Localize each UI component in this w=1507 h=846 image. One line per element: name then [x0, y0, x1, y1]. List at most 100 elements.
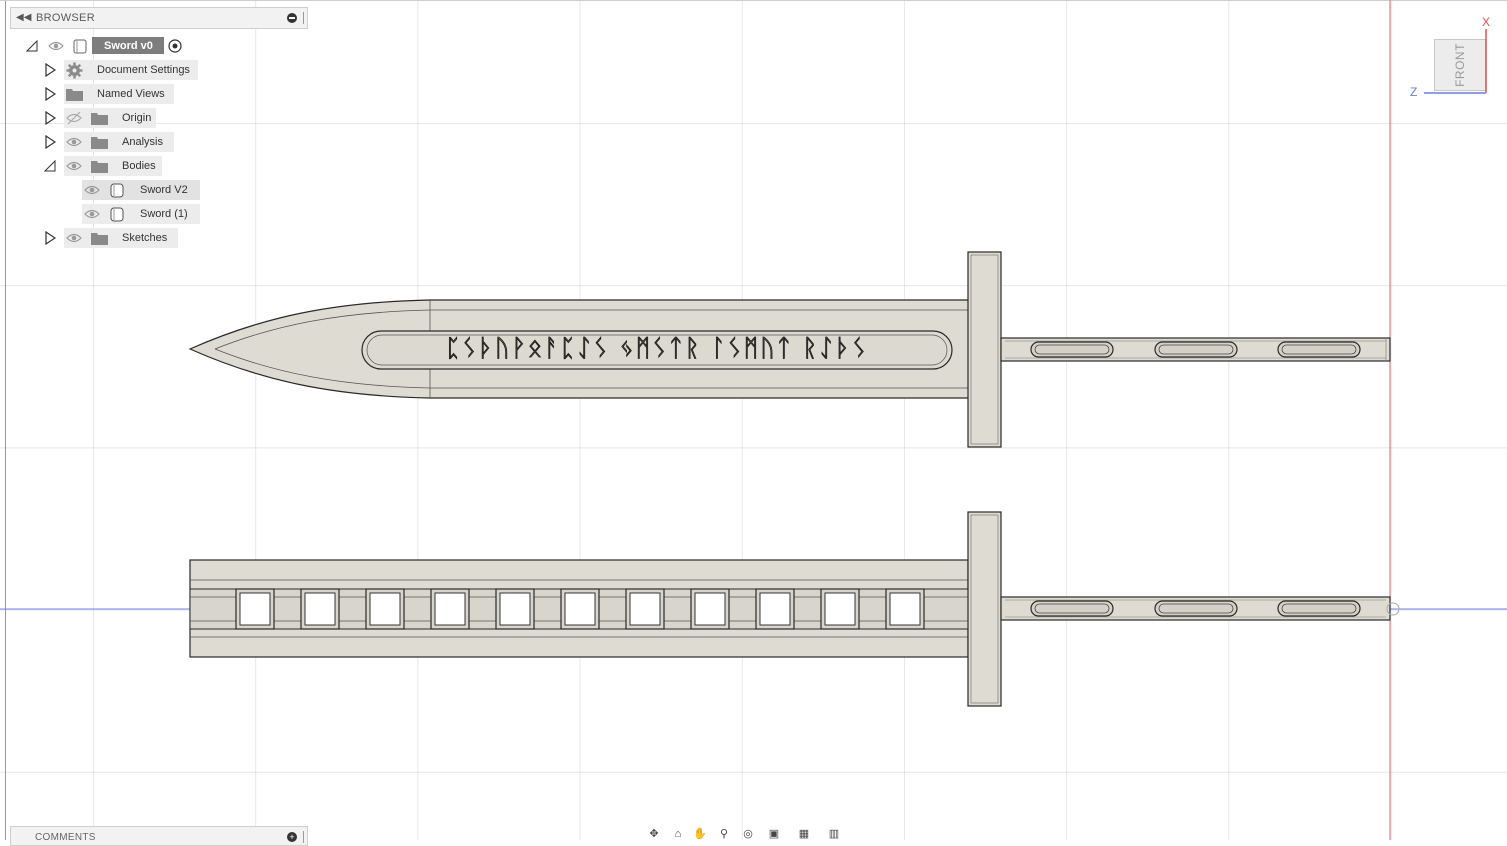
body-icon — [109, 206, 125, 222]
grip-slot — [1030, 600, 1114, 617]
blade-window-opening — [824, 592, 856, 626]
browser-item-label: Named Views — [97, 88, 165, 100]
fit-icon[interactable]: ◎ — [743, 828, 753, 840]
panel-grip[interactable] — [303, 831, 305, 843]
gear-icon — [66, 62, 83, 79]
sword-top-view[interactable]: ᛈᛊᚦᚢᚹᛟᚨᛈᛇᛊ ᛃᛗᛊᛏᚱ ᛚᛊᛗᚢᛏ ᚱᛇᚦᛊ — [188, 251, 1391, 448]
panel-grip[interactable] — [303, 12, 305, 24]
blade-windows — [235, 588, 925, 630]
minimize-icon[interactable] — [287, 13, 297, 23]
axis-z-label: Z — [1410, 85, 1418, 99]
folder-icon — [91, 111, 108, 125]
orbit-icon[interactable]: ✥ — [649, 828, 659, 840]
grip-slot-inner — [1281, 344, 1357, 355]
browser-item-sketches[interactable]: Sketches — [44, 228, 204, 248]
row-background — [64, 156, 162, 176]
add-comment-icon[interactable]: + — [287, 832, 297, 842]
viewport-border — [5, 0, 6, 840]
eye-icon[interactable] — [66, 231, 82, 245]
crossguard — [967, 511, 1002, 707]
grip-slot — [1154, 341, 1238, 358]
viewports-icon[interactable]: ▥ — [828, 828, 840, 840]
blade-window-opening — [304, 592, 336, 626]
grip-slot-inner — [1034, 603, 1110, 614]
grip-slot-inner — [1158, 344, 1234, 355]
body-icon — [109, 182, 125, 198]
folder-icon — [91, 231, 108, 245]
grid-settings-icon[interactable]: ▦ — [798, 828, 810, 840]
eye-icon[interactable] — [84, 207, 100, 221]
comments-panel-header[interactable]: COMMENTS + — [10, 826, 308, 846]
eye-icon[interactable] — [84, 183, 100, 197]
rune-channel-inner — [366, 334, 948, 366]
crossguard — [967, 251, 1002, 448]
zoom-icon[interactable]: ⚲ — [719, 828, 729, 840]
expand-triangle-icon[interactable] — [44, 111, 56, 125]
browser-item-named-views[interactable]: Named Views — [44, 84, 204, 104]
browser-item-label: Sketches — [122, 232, 168, 244]
root-component-label: Sword v0 — [104, 40, 153, 52]
browser-root-row[interactable]: Sword v0 — [26, 36, 196, 56]
browser-item-label: Document Settings — [97, 64, 190, 76]
browser-item-analysis[interactable]: Analysis — [44, 132, 204, 152]
blade-window-opening — [499, 592, 531, 626]
browser-body-sword-v2[interactable]: Sword V2 — [82, 180, 212, 200]
grip-slot — [1277, 600, 1361, 617]
row-background — [64, 108, 156, 128]
expand-triangle-icon[interactable] — [44, 135, 56, 149]
origin-point[interactable] — [1386, 602, 1400, 616]
eye-hidden-icon[interactable] — [66, 111, 82, 125]
sword-bottom-view[interactable] — [189, 511, 1400, 707]
row-background — [64, 60, 198, 80]
axis-x-label: X — [1482, 15, 1491, 29]
pan-icon[interactable]: ✋ — [693, 828, 707, 840]
browser-body-sword-1[interactable]: Sword (1) — [82, 204, 212, 224]
crossguard-inner — [970, 514, 999, 704]
folder-icon — [91, 159, 108, 173]
blade-window-opening — [694, 592, 726, 626]
row-background — [64, 84, 174, 104]
grip-slot-inner — [1034, 344, 1110, 355]
blade-window-opening — [564, 592, 596, 626]
display-settings-icon[interactable]: ▣ — [768, 828, 780, 840]
eye-icon[interactable] — [66, 159, 82, 173]
blade-window-opening — [369, 592, 401, 626]
grip-slot — [1277, 341, 1361, 358]
viewcube[interactable]: FRONT X Z — [1410, 15, 1500, 105]
folder-icon — [91, 135, 108, 149]
folder-icon — [66, 87, 83, 101]
grip-slot-inner — [1281, 603, 1357, 614]
collapse-triangle-icon[interactable] — [26, 39, 38, 53]
browser-panel-header[interactable]: ◀◀ BROWSER — [10, 7, 308, 29]
browser-item-label: Analysis — [122, 136, 163, 148]
expand-triangle-icon[interactable] — [44, 63, 56, 77]
collapse-triangle-icon[interactable] — [44, 159, 56, 173]
browser-title: BROWSER — [36, 12, 95, 24]
browser-item-label: Sword V2 — [140, 184, 188, 196]
look-at-icon[interactable]: ⌂ — [674, 828, 682, 840]
browser-item-bodies[interactable]: Bodies — [44, 156, 204, 176]
grip-slot — [1154, 600, 1238, 617]
browser-item-origin[interactable]: Origin — [44, 108, 204, 128]
blade-window-opening — [629, 592, 661, 626]
blade-window-opening — [434, 592, 466, 626]
viewcube-axes — [1424, 29, 1487, 94]
rune-channel — [361, 330, 953, 370]
grip-slot — [1030, 341, 1114, 358]
browser-item-document-settings[interactable]: Document Settings — [44, 60, 204, 80]
expand-triangle-icon[interactable] — [44, 87, 56, 101]
activate-target-icon[interactable] — [168, 39, 182, 53]
root-highlight — [92, 37, 164, 54]
collapse-browser-icon[interactable]: ◀◀ — [16, 12, 32, 23]
blade-window-opening — [239, 592, 271, 626]
expand-triangle-icon[interactable] — [44, 231, 56, 245]
eye-icon[interactable] — [48, 39, 64, 53]
viewport-border-top — [0, 0, 1507, 1]
blade-window-opening — [889, 592, 921, 626]
eye-icon[interactable] — [66, 135, 82, 149]
component-icon — [72, 38, 88, 54]
grip-slot-inner — [1158, 603, 1234, 614]
blade-window-opening — [759, 592, 791, 626]
